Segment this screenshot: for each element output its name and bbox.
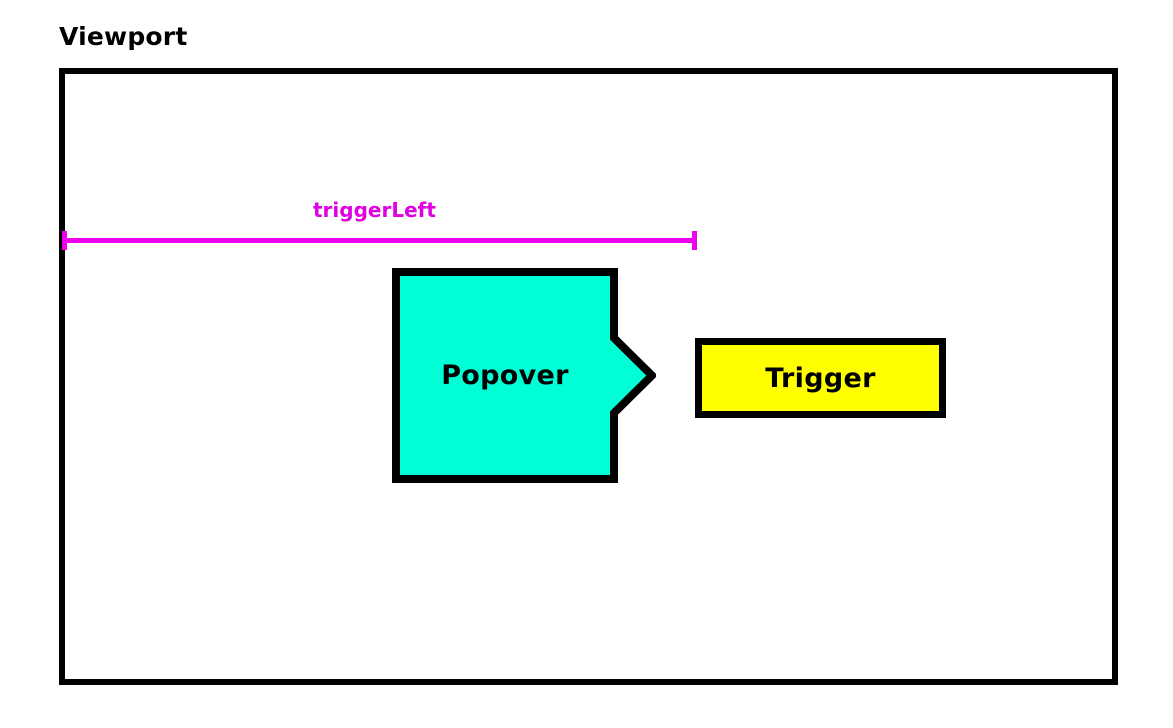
popover-label: Popover <box>441 360 569 391</box>
popover-outline <box>392 268 656 483</box>
page-title: Viewport <box>59 22 188 51</box>
popover-path <box>392 268 656 483</box>
popover-shape[interactable]: Popover <box>392 268 656 483</box>
trigger-box[interactable]: Trigger <box>695 338 946 418</box>
trigger-label: Trigger <box>765 362 876 394</box>
